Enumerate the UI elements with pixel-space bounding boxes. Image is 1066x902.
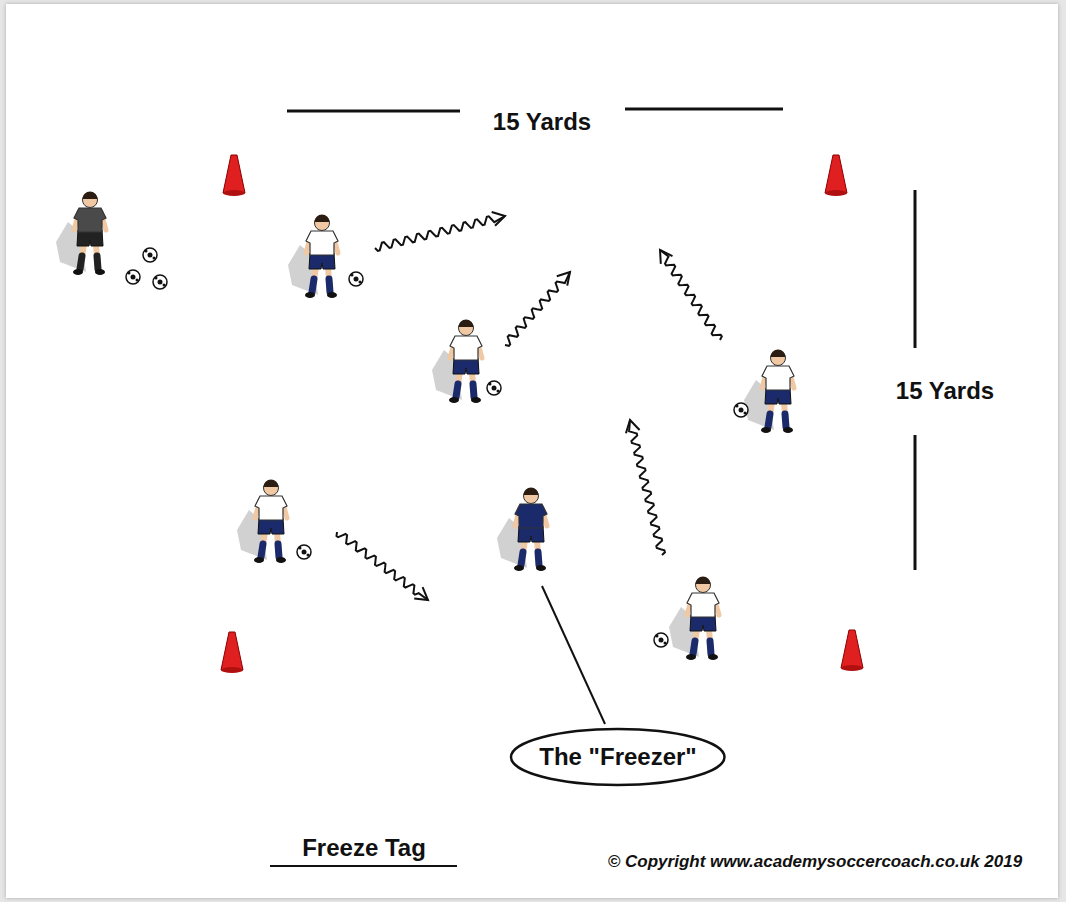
cones <box>221 155 863 673</box>
arrow-head <box>660 250 672 264</box>
cone <box>841 630 863 668</box>
title-underline <box>270 865 457 867</box>
leader-line <box>542 586 605 724</box>
soccer-ball <box>153 275 167 289</box>
dimension-label: 15 Yards <box>896 377 994 405</box>
player-with-ball <box>288 215 338 298</box>
player-with-ball <box>237 480 287 564</box>
arrow-head <box>492 212 505 226</box>
player-with-ball <box>744 350 794 433</box>
soccer-ball <box>297 545 311 559</box>
soccer-ball <box>349 272 363 286</box>
player-with-ball <box>432 320 482 403</box>
arrow-head <box>626 420 640 433</box>
arrow-head <box>557 272 570 286</box>
soccer-ball <box>654 633 668 647</box>
player-with-ball <box>669 577 719 661</box>
cone <box>221 632 243 670</box>
soccer-ball <box>734 403 748 417</box>
dimension-lines <box>287 109 915 570</box>
soccer-ball <box>487 381 501 395</box>
dribble-path <box>660 250 722 340</box>
cone <box>223 155 245 193</box>
callout-ellipse: The "Freezer" <box>509 727 726 787</box>
players <box>56 192 794 661</box>
dribble-path <box>629 420 665 555</box>
cone <box>825 155 847 193</box>
dribble-path <box>375 216 505 251</box>
dribble-path <box>337 532 429 600</box>
dimension-label: 15 Yards <box>493 108 591 136</box>
soccer-ball <box>143 248 157 262</box>
dribble-path <box>505 272 570 346</box>
drill-title: Freeze Tag <box>302 834 426 862</box>
soccer-ball <box>126 270 140 284</box>
freezer-player <box>497 488 547 572</box>
callout-text: The "Freezer" <box>539 743 696 771</box>
coach-figure <box>56 192 106 275</box>
copyright-note: © Copyright www.academysoccercoach.co.uk… <box>608 852 1022 872</box>
dribble-arrows <box>337 212 722 600</box>
arrow-head <box>414 587 428 600</box>
